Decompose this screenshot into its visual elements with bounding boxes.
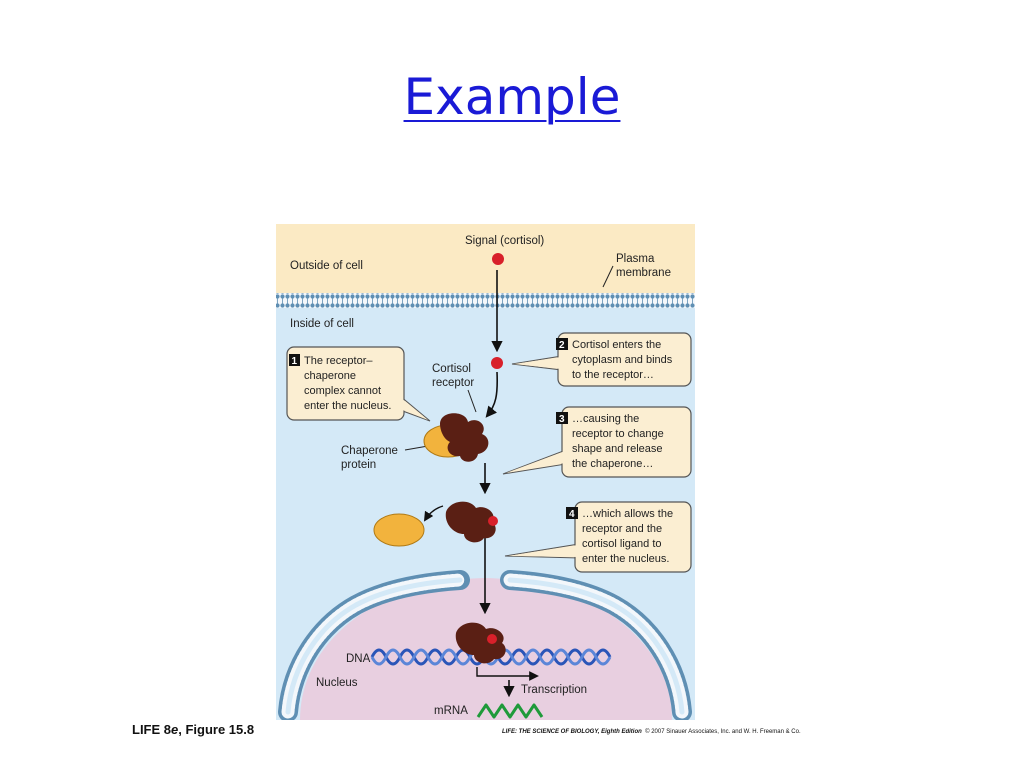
nuclear-envelope	[278, 570, 692, 720]
chaperone-pointer	[404, 445, 429, 451]
svg-text:…causing the: …causing the	[572, 413, 639, 425]
svg-text:4: 4	[569, 509, 575, 520]
transcription-arrow	[476, 667, 539, 681]
plasma-membrane-label: Plasma	[616, 253, 655, 265]
plasma-membrane	[276, 293, 695, 308]
svg-text:receptor and the: receptor and the	[582, 523, 662, 535]
inside-of-cell-label: Inside of cell	[290, 318, 354, 330]
cortisol-molecule-cytoplasm	[491, 357, 503, 369]
svg-text:receptor to change: receptor to change	[572, 428, 664, 440]
chaperone-protein-label-2: protein	[341, 459, 376, 471]
svg-text:enter the nucleus.: enter the nucleus.	[304, 400, 391, 412]
dna-label: DNA	[346, 653, 371, 665]
figure-caption: LIFE 8e, Figure 15.8	[132, 722, 254, 737]
figure-caption-prefix: LIFE 8	[132, 722, 172, 737]
receptor-pointer	[467, 389, 477, 413]
svg-text:shape and release: shape and release	[572, 443, 663, 455]
receptor-ligand-on-dna	[455, 622, 506, 664]
svg-text:chaperone: chaperone	[304, 370, 356, 382]
svg-text:1: 1	[292, 356, 298, 367]
binding-arrow	[485, 371, 499, 418]
extracellular-region	[276, 224, 695, 302]
receptor-ligand-complex	[445, 501, 498, 543]
mrna-label: mRNA	[434, 705, 468, 717]
svg-text:to the receptor…: to the receptor…	[572, 369, 654, 381]
slide-title[interactable]: Example	[403, 68, 621, 126]
nucleus-label: Nucleus	[316, 677, 358, 689]
svg-text:…which allows the: …which allows the	[582, 508, 673, 520]
receptor-chaperone-complex	[423, 413, 489, 462]
callout-3: 3 …causing the receptor to change shape …	[502, 406, 692, 478]
callout-1: 1 The receptor– chaperone complex cannot…	[286, 346, 431, 422]
svg-text:3: 3	[559, 414, 565, 425]
book-credit-copyright: © 2007 Sinauer Associates, Inc. and W. H…	[645, 729, 801, 735]
svg-text:cytoplasm and binds: cytoplasm and binds	[572, 354, 673, 366]
svg-text:Cortisol enters the: Cortisol enters the	[572, 339, 661, 351]
released-chaperone	[373, 513, 425, 547]
svg-text:2: 2	[559, 340, 565, 351]
callout-4: 4 …which allows the receptor and the cor…	[504, 501, 692, 573]
plasma-membrane-pointer	[602, 265, 614, 288]
book-credit: LIFE: THE SCIENCE OF BIOLOGY, Eighth Edi…	[502, 729, 801, 735]
cortisol-molecule-outside	[492, 253, 504, 265]
cortisol-receptor-label: Cortisol	[432, 363, 471, 375]
figure-caption-edition: e	[171, 722, 179, 737]
callout-2: 2 Cortisol enters the cytoplasm and bind…	[511, 332, 692, 387]
svg-text:complex cannot: complex cannot	[304, 385, 381, 397]
mrna-strand	[476, 703, 544, 719]
outside-of-cell-label: Outside of cell	[290, 260, 363, 272]
figure-caption-suffix: , Figure 15.8	[178, 722, 255, 737]
book-credit-title: LIFE: THE SCIENCE OF BIOLOGY, Eighth Edi…	[502, 729, 642, 735]
chaperone-release-arrow	[423, 505, 444, 522]
svg-text:the chaperone…: the chaperone…	[572, 458, 653, 470]
signal-label: Signal (cortisol)	[465, 235, 544, 247]
svg-text:cortisol ligand to: cortisol ligand to	[582, 538, 662, 550]
svg-text:The receptor–: The receptor–	[304, 355, 373, 367]
plasma-membrane-label-2: membrane	[616, 267, 671, 279]
svg-text:enter the nucleus.: enter the nucleus.	[582, 553, 669, 565]
cortisol-receptor-label-2: receptor	[432, 377, 474, 389]
transcription-label: Transcription	[521, 684, 587, 696]
chaperone-protein-label: Chaperone	[341, 445, 398, 457]
